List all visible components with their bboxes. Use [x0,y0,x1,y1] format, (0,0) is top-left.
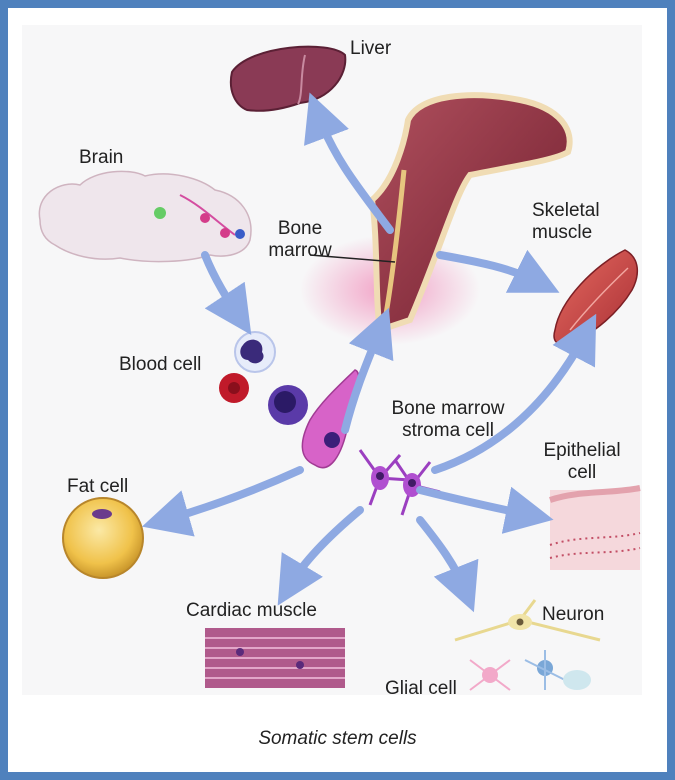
label-stroma-cell: Bone marrow stroma cell [383,398,513,442]
label-bone-marrow-line1: Bone [265,218,335,240]
epithelial-cell-icon [550,488,640,570]
label-bone-marrow-line2: marrow [265,240,335,262]
label-epithelial-cell-line2: cell [532,462,632,484]
label-skeletal-muscle: Skeletal muscle [532,200,600,244]
label-stroma-cell-line2: stroma cell [383,420,513,442]
label-stroma-cell-line1: Bone marrow [383,398,513,420]
label-epithelial-cell-line1: Epithelial [532,440,632,462]
label-brain: Brain [79,147,123,169]
label-skeletal-muscle-line1: Skeletal [532,200,600,222]
label-liver: Liver [350,38,391,60]
figure-caption: Somatic stem cells [0,728,675,750]
fat-cell-icon [63,498,143,578]
label-skeletal-muscle-line2: muscle [532,222,600,244]
label-cardiac-muscle: Cardiac muscle [186,600,317,622]
label-glial-cell: Glial cell [385,678,457,700]
label-bone-marrow: Bone marrow [265,218,335,262]
label-neuron: Neuron [542,604,604,626]
label-epithelial-cell: Epithelial cell [532,440,632,484]
label-fat-cell: Fat cell [67,476,128,498]
label-blood-cell: Blood cell [119,354,201,376]
cardiac-muscle-icon [205,628,345,688]
